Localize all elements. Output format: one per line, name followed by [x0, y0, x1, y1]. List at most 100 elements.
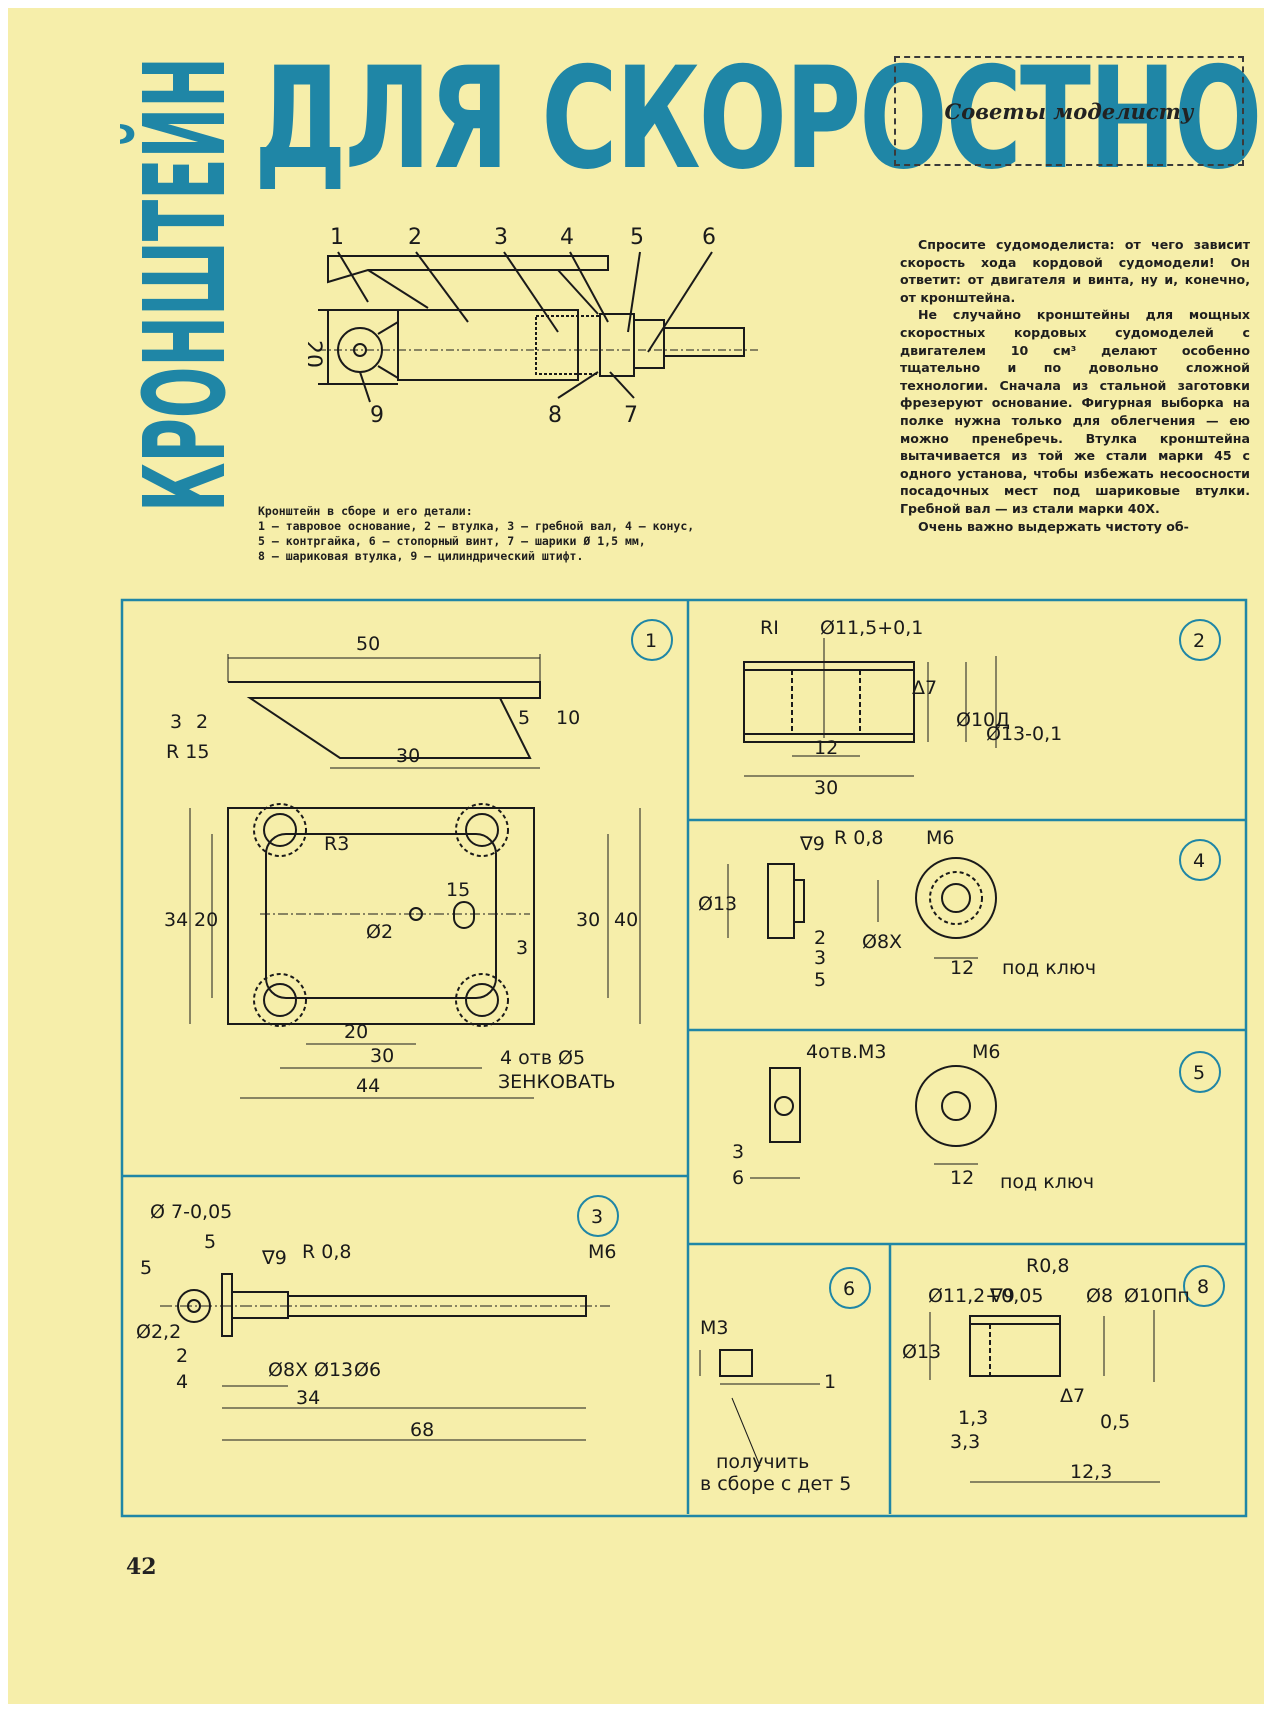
panel-3-number: 3 — [591, 1206, 603, 1228]
panel-6: 6 M3 1 получить в сборе с дет 5 — [699, 1267, 871, 1495]
dim-label: под ключ — [1002, 957, 1096, 979]
dim-label: 1 — [824, 1371, 836, 1393]
article-paragraph: Не случайно кронштейны для мощных скорос… — [900, 307, 1250, 516]
panel-5: 5 4отв.M3 M6 3 6 12 под ключ — [732, 1041, 1221, 1193]
dim-label: Ø10Пп — [1124, 1285, 1190, 1307]
callout-5: 5 — [630, 225, 644, 250]
panel-5-number: 5 — [1193, 1062, 1205, 1084]
dim-label: M3 — [700, 1317, 728, 1339]
magazine-page: КРОНШТЕЙН ДЛЯ СКОРОСТНОЙ Советы моделист… — [8, 8, 1264, 1704]
dim-label: ∇9 — [261, 1247, 287, 1269]
dim-label: Ø8X — [862, 931, 902, 953]
dim-label: ∇9 — [799, 833, 825, 855]
callout-9: 9 — [370, 403, 384, 428]
dim-label: 12,3 — [1070, 1461, 1112, 1483]
panel-2: 2 RI Ø11,5+0,1 Δ7 Ø10Д Ø13-0,1 12 — [743, 617, 1221, 799]
dim-label: 15 — [446, 879, 470, 901]
dim-label: Ø2 — [366, 921, 393, 943]
dim-label: Ø13 — [314, 1359, 353, 1381]
dim-label: 34 — [296, 1387, 320, 1409]
dim-label: Ø6 — [354, 1359, 381, 1381]
dim-label: 34 — [164, 909, 188, 931]
panel-1: 1 — [164, 619, 673, 1099]
dim-label: R0,8 — [1026, 1255, 1069, 1277]
dim-label: 12 — [814, 737, 838, 759]
panel-8-number: 8 — [1197, 1276, 1209, 1298]
dim-label: R 0,8 — [834, 827, 883, 849]
dim-label: 3 — [814, 947, 826, 969]
dim-label: 30 — [576, 909, 600, 931]
detail-drawings: 1 — [120, 598, 1248, 1518]
dim-label: Ø11,2+0,05 — [928, 1285, 1043, 1307]
dim-label: 40 — [614, 909, 638, 931]
dim-label: 6 — [732, 1167, 744, 1189]
dim-label: 30 — [396, 745, 420, 767]
panel-6-number: 6 — [843, 1278, 855, 1300]
dim-label: 3 — [170, 711, 182, 733]
caption-line: 1 — тавровое основание, 2 — втулка, 3 — … — [258, 519, 695, 533]
dim-label: Ø8X — [268, 1359, 308, 1381]
dim-label: 1,3 — [958, 1407, 988, 1429]
dim-label: M6 — [926, 827, 954, 849]
dim-label: M6 — [588, 1241, 616, 1263]
panel-1-number: 1 — [645, 630, 657, 652]
dim-label: Ø13 — [698, 893, 737, 915]
panel-2-number: 2 — [1193, 630, 1205, 652]
dim-label: R3 — [324, 833, 349, 855]
dim-label: 2 — [814, 927, 826, 949]
dim-label: 3 — [516, 937, 528, 959]
dim-label: 30 — [370, 1045, 394, 1067]
page-title: ДЛЯ СКОРОСТНОЙ — [254, 36, 1264, 201]
dim-label: 20 — [194, 909, 218, 931]
vertical-title-text: КРОНШТЕЙН — [120, 57, 240, 512]
dim-label: 3 — [732, 1141, 744, 1163]
panel-4-number: 4 — [1193, 850, 1205, 872]
figure-caption: Кронштейн в сборе и его детали: 1 — тавр… — [258, 504, 878, 564]
page-number: 42 — [126, 1554, 157, 1580]
dim-label: 5 — [140, 1257, 152, 1279]
dim-label: 2 — [196, 711, 208, 733]
article-paragraph: Очень важно выдержать чистоту об- — [918, 518, 1189, 534]
dim-label: 30 — [814, 777, 838, 799]
dim-label: 5 — [814, 969, 826, 991]
dim-label: 50 — [356, 633, 380, 655]
dim-label: Δ7 — [1060, 1385, 1085, 1407]
callout-1: 1 — [330, 225, 344, 250]
caption-line: 5 — контргайка, 6 — стопорный винт, 7 — … — [258, 534, 646, 548]
panel-4: 4 ∇9 R 0,8 M6 Ø13 2 3 5 Ø8X 12 под ключ — [698, 827, 1221, 991]
dim-label: под ключ — [1000, 1171, 1094, 1193]
dim-label: 4отв.M3 — [806, 1041, 887, 1063]
dim-label: 5 — [204, 1231, 216, 1253]
dim-label: ∇9 — [989, 1285, 1015, 1307]
dim-label: ЗЕНКОВАТЬ — [498, 1071, 616, 1093]
panel-3: 3 Ø 7-0,05 5 5 ∇9 R 0,8 M6 Ø2,2 2 4 — [136, 1195, 619, 1441]
callout-8: 8 — [548, 403, 562, 428]
caption-line: Кронштейн в сборе и его детали: — [258, 504, 473, 518]
dim-label: RI — [760, 617, 779, 639]
dim-label: Ø13-0,1 — [986, 723, 1062, 745]
panel-8: 8 Ø11,2+0,05 ∇9 R0,8 Ø8 Ø10Пп Ø13 Δ7 1,3… — [902, 1255, 1225, 1483]
dim-label: 44 — [356, 1075, 380, 1097]
callout-7: 7 — [624, 403, 638, 428]
dim-label: 0,5 — [1100, 1411, 1130, 1433]
vertical-title: КРОНШТЕЙН — [120, 50, 240, 520]
dim-label: получить — [716, 1451, 809, 1473]
dim-label: R 0,8 — [302, 1241, 351, 1263]
rubric-box: Советы моделисту — [894, 56, 1244, 166]
dim-label: 68 — [410, 1419, 434, 1441]
dim-label: 12 — [950, 1167, 974, 1189]
dim-label: Ø13 — [902, 1341, 941, 1363]
dim-20: 20 — [308, 340, 325, 368]
dim-label: Ø10Д — [956, 709, 1010, 731]
callout-6: 6 — [702, 225, 716, 250]
dim-label: 10 — [556, 707, 580, 729]
dim-label: M6 — [972, 1041, 1000, 1063]
dim-label: Δ7 — [912, 677, 937, 699]
dim-label: 12 — [950, 957, 974, 979]
dim-label: 2 — [176, 1345, 188, 1367]
dim-label: R 15 — [166, 741, 209, 763]
caption-line: 8 — шариковая втулка, 9 — цилиндрический… — [258, 549, 584, 563]
assembly-drawing: 1 2 3 4 5 6 7 8 9 20 — [308, 225, 758, 428]
callout-3: 3 — [494, 225, 508, 250]
callout-2: 2 — [408, 225, 422, 250]
